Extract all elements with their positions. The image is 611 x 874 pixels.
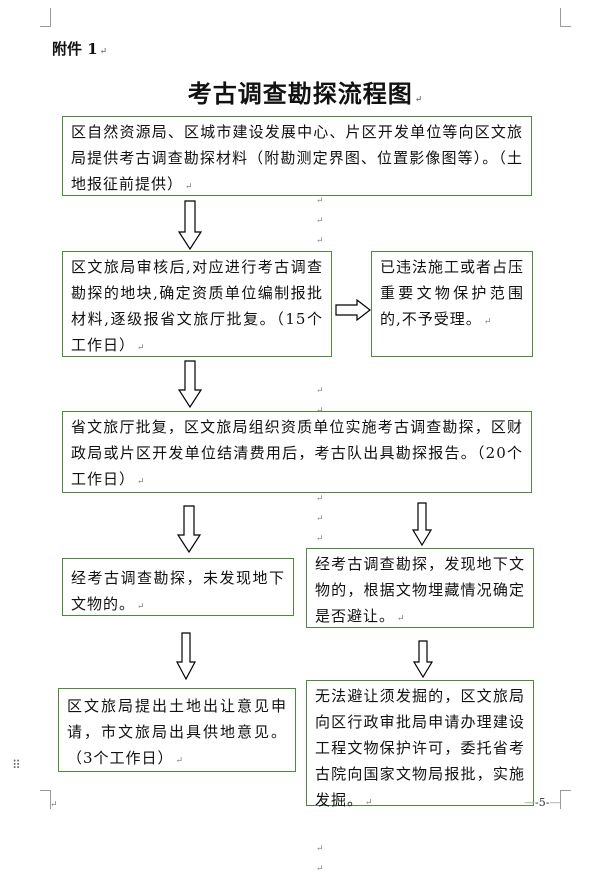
paragraph-mark-icon: ↵ xyxy=(137,602,146,612)
attachment-label-text: 附件 1 xyxy=(52,40,98,58)
flow-box-no-relics: 经考古调查勘探，未发现地下文物的。↵ xyxy=(62,558,294,616)
crop-mark-bottom-right xyxy=(560,790,571,809)
arrow-down-icon xyxy=(413,640,433,678)
page-number-text: -5- xyxy=(535,796,550,809)
arrow-down-icon xyxy=(177,505,201,553)
paragraph-mark-icon: ↵ xyxy=(137,343,146,353)
flow-box-excavation: 无法避让须发掘的，区文旅局向区行政审批局申请办理建设工程文物保护许可，委托省考古… xyxy=(306,680,534,809)
page-title: 考古调查勘探流程图↵ xyxy=(0,74,611,109)
paragraph-mark-icon: ↵ xyxy=(414,95,424,105)
crop-mark-bottom-left xyxy=(40,790,51,809)
flow-box-submit-materials: 区自然资源局、区城市建设发展中心、片区开发单位等向区文旅局提供考古调查勘探材料（… xyxy=(62,116,532,196)
paragraph-mark-icon: ↵ xyxy=(397,614,406,624)
page-title-text: 考古调查勘探流程图 xyxy=(187,79,413,108)
attachment-label: 附件 1↵ xyxy=(52,38,107,59)
paragraph-mark-icon: ↵ xyxy=(50,800,58,810)
paragraph-mark-icon: ↵ xyxy=(365,798,374,808)
flow-box-relics-found: 经考古调查勘探，发现地下文物的，根据文物埋藏情况确定是否避让。↵ xyxy=(306,548,534,628)
arrow-right-icon xyxy=(335,299,371,321)
flow-box-implement-survey: 省文旅厅批复，区文旅局组织资质单位实施考古调查勘探，区财政局或片区开发单位结清费… xyxy=(62,411,532,493)
paragraph-mark-icon: ↵ xyxy=(185,182,194,192)
arrow-down-icon xyxy=(178,360,202,408)
crop-mark-top-right xyxy=(560,8,571,27)
crop-mark-top-left xyxy=(40,8,51,27)
paragraph-mark-icon: ↵ xyxy=(99,47,108,57)
drag-handle-icon[interactable]: ⠿ xyxy=(12,758,22,772)
paragraph-mark-icon: ↵ xyxy=(137,477,146,487)
flow-box-review-approval: 区文旅局审核后,对应进行考古调查勘探的地块,确定资质单位编制报批材料,逐级报省文… xyxy=(62,251,332,357)
flow-box-reject: 已违法施工或者占压重要文物保护范围的,不予受理。↵ xyxy=(371,251,533,357)
arrow-down-icon xyxy=(178,200,202,250)
arrow-down-icon xyxy=(412,502,432,546)
paragraph-mark-icon: ↵ xyxy=(175,756,185,766)
arrow-down-icon xyxy=(176,632,196,680)
flow-box-land-opinion: 区文旅局提出土地出让意见申请，市文旅局出具供地意见。（3个工作日）↵ xyxy=(58,688,296,772)
page-number: —-5-— xyxy=(524,796,561,809)
paragraph-mark-icon: ↵ xyxy=(483,317,493,327)
